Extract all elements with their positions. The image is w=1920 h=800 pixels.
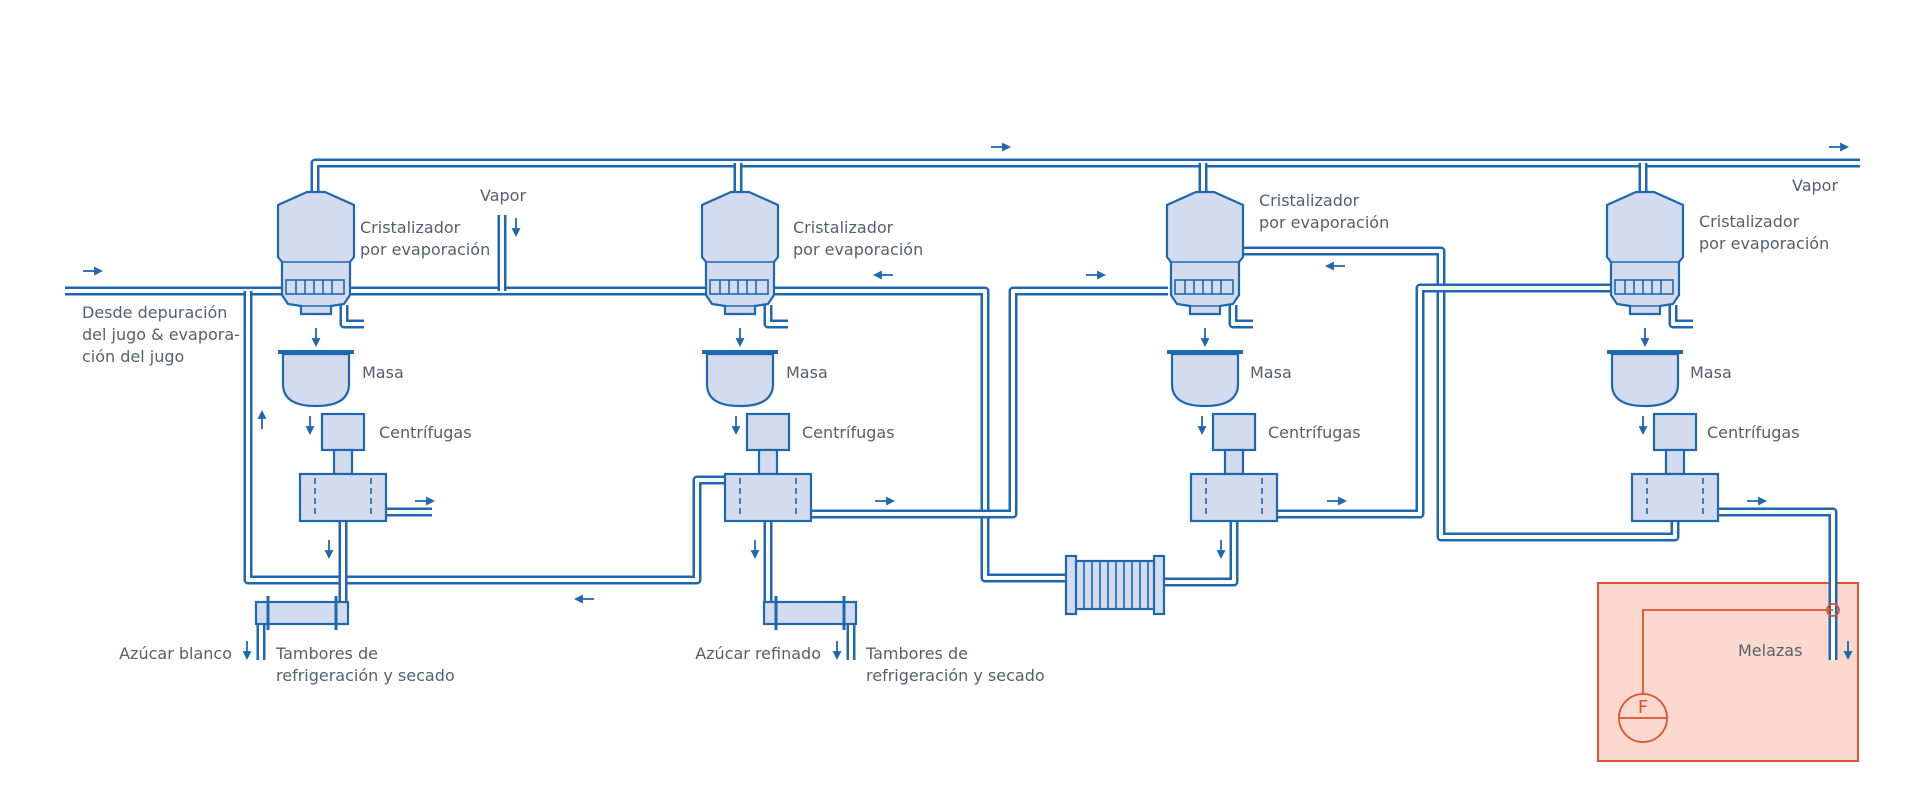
crystallizer-label: Cristalizador por evaporación: [793, 218, 923, 259]
centrifuge: [298, 412, 388, 523]
svg-text:refrigeración y secado: refrigeración y secado: [276, 666, 455, 685]
svg-text:Cristalizador: Cristalizador: [1259, 191, 1360, 210]
arrow-down-icon: [1638, 416, 1648, 436]
massecuite-vessel: [1607, 350, 1683, 408]
svg-text:Cristalizador: Cristalizador: [793, 218, 894, 237]
arrow-down-icon: [1200, 328, 1210, 348]
crystallizer-label: Cristalizador por evaporación: [1259, 191, 1389, 232]
svg-text:por evaporación: por evaporación: [360, 240, 490, 259]
centrifuges-label: Centrífugas: [379, 423, 472, 442]
arrow-down-icon: [1640, 328, 1650, 348]
arrow-down-icon: [750, 540, 760, 560]
arrow-right-icon: [1747, 496, 1768, 506]
svg-text:Cristalizador: Cristalizador: [360, 218, 461, 237]
arrow-down-icon: [735, 328, 745, 348]
cooling-drying-drum: [254, 596, 350, 630]
arrow-down-icon: [832, 641, 842, 661]
white-sugar-label: Azúcar blanco: [119, 644, 232, 663]
vapor-header-pipe: [310, 158, 1860, 192]
cooling-drying-drum: [762, 596, 858, 630]
crystallizer-label: Cristalizador por evaporación: [360, 218, 490, 259]
heat-exchanger: [1064, 554, 1166, 616]
svg-text:Cristalizador: Cristalizador: [1699, 212, 1800, 231]
arrow-right-icon: [1086, 270, 1107, 280]
arrow-down-icon: [1197, 416, 1207, 436]
centrifuge: [723, 412, 813, 523]
arrow-down-icon: [511, 218, 521, 238]
crystallizer-label: Cristalizador por evaporación: [1699, 212, 1829, 253]
massecuite-label: Masa: [362, 363, 404, 382]
centrifuges-label: Centrífugas: [1268, 423, 1361, 442]
massecuite-vessel: [1167, 350, 1243, 408]
arrow-down-icon: [324, 540, 334, 560]
arrow-left-icon: [872, 270, 893, 280]
svg-text:Tambores de: Tambores de: [865, 644, 968, 663]
centrifuges-label: Centrífugas: [802, 423, 895, 442]
crystallizer-unit: [276, 190, 356, 316]
flow-meter: F: [1618, 603, 1840, 743]
arrow-right-icon: [991, 142, 1012, 152]
arrow-left-icon: [1324, 261, 1345, 271]
pipe-network: [65, 158, 1860, 660]
crystallizer-unit: [1165, 190, 1245, 316]
arrow-down-icon: [1216, 540, 1226, 560]
svg-text:por evaporación: por evaporación: [1699, 234, 1829, 253]
molasses-label: Melazas: [1738, 641, 1802, 660]
arrow-right-icon: [1327, 496, 1348, 506]
arrow-left-icon: [573, 594, 594, 604]
arrow-right-icon: [83, 266, 104, 276]
crystallizer-unit: [700, 190, 780, 316]
svg-text:del jugo & evapora-: del jugo & evapora-: [82, 325, 240, 344]
flow-arrows: [83, 142, 1853, 661]
svg-text:Tambores de: Tambores de: [275, 644, 378, 663]
massecuite-vessel: [278, 350, 354, 408]
arrow-down-icon: [311, 328, 321, 348]
flow-meter-label: F: [1638, 697, 1648, 718]
crystallizer-unit: [1605, 190, 1685, 316]
massecuite-label: Masa: [1250, 363, 1292, 382]
svg-text:refrigeración y secado: refrigeración y secado: [866, 666, 1045, 685]
arrow-down-icon: [731, 416, 741, 436]
refined-sugar-label: Azúcar refinado: [695, 644, 821, 663]
arrow-right-icon: [875, 496, 896, 506]
drum-label: Tambores de refrigeración y secado: [275, 644, 455, 685]
recycle-pipe-1: [243, 291, 726, 585]
arrow-right-icon: [1829, 142, 1850, 152]
arrow-down-icon: [1843, 641, 1853, 661]
vapor-inlet-label: Vapor: [480, 186, 526, 205]
arrow-right-icon: [415, 496, 436, 506]
centrifuge: [1630, 412, 1720, 523]
arrow-down-icon: [305, 416, 315, 436]
drum-label: Tambores de refrigeración y secado: [865, 644, 1045, 685]
arrow-up-icon: [257, 409, 267, 429]
massecuite-label: Masa: [786, 363, 828, 382]
centrifuges-label: Centrífugas: [1707, 423, 1800, 442]
feed-label: Desde depuración del jugo & evapora- ció…: [82, 303, 240, 366]
svg-text:por evaporación: por evaporación: [1259, 213, 1389, 232]
arrow-down-icon: [242, 641, 252, 661]
vapor-outlet-label: Vapor: [1792, 176, 1838, 195]
svg-text:Desde depuración: Desde depuración: [82, 303, 227, 322]
massecuite-vessel: [702, 350, 778, 408]
svg-text:ción del jugo: ción del jugo: [82, 347, 184, 366]
svg-text:por evaporación: por evaporación: [793, 240, 923, 259]
massecuite-label: Masa: [1690, 363, 1732, 382]
centrifuge: [1189, 412, 1279, 523]
